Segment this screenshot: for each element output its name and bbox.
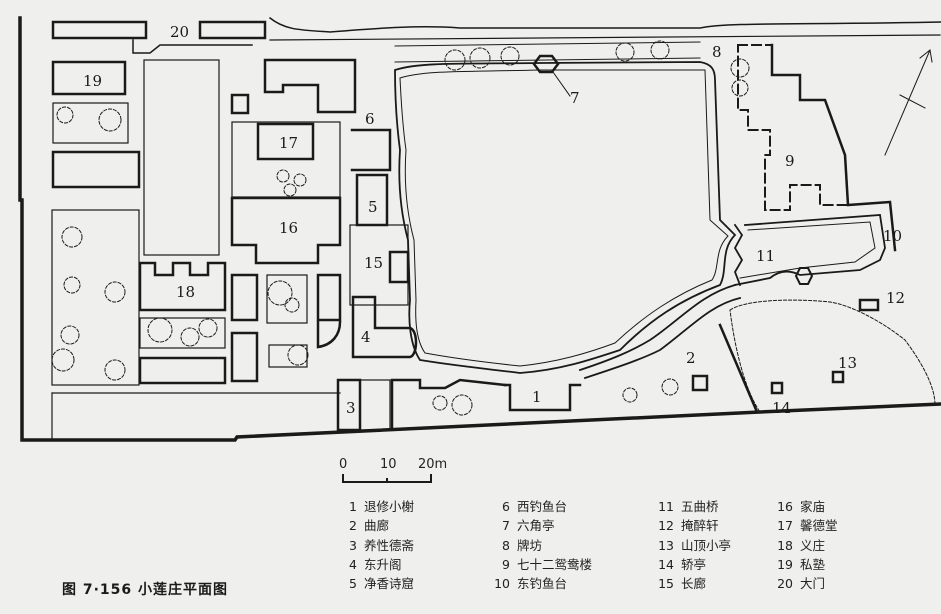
pond-outline bbox=[394, 61, 737, 374]
plan-label-20: 20 bbox=[170, 23, 189, 41]
canal-southwest bbox=[578, 283, 737, 372]
building-1 bbox=[503, 383, 582, 412]
plan-label-11: 11 bbox=[756, 247, 775, 265]
scale-bar-line bbox=[342, 474, 432, 483]
hexagon-pavilion-7 bbox=[532, 54, 560, 74]
plan-label-6: 6 bbox=[365, 110, 375, 128]
plan-label-5: 5 bbox=[368, 198, 378, 216]
plan-label-7: 7 bbox=[570, 89, 580, 107]
plan-label-15: 15 bbox=[364, 254, 383, 272]
canal-top bbox=[268, 16, 941, 33]
courtyard-west bbox=[143, 59, 220, 256]
plan-label-13: 13 bbox=[838, 354, 857, 372]
zigzag-bridge-11 bbox=[733, 223, 744, 287]
plan-label-12: 12 bbox=[886, 289, 905, 307]
plan-label-14: 14 bbox=[772, 399, 791, 417]
north-arrow bbox=[884, 49, 933, 156]
plan-label-9: 9 bbox=[785, 152, 795, 170]
building-18 bbox=[138, 261, 227, 312]
building-4 bbox=[351, 295, 418, 359]
plan-label-4: 4 bbox=[361, 328, 371, 346]
plan-label-1: 1 bbox=[532, 388, 542, 406]
plan-label-8: 8 bbox=[712, 43, 722, 61]
scale-tick-10: 10 bbox=[380, 457, 397, 472]
building-16 bbox=[230, 196, 342, 265]
building-19 bbox=[51, 60, 127, 96]
plan-label-19: 19 bbox=[83, 72, 102, 90]
scale-tick-20: 20m bbox=[418, 457, 448, 472]
gate-building-left bbox=[51, 20, 148, 40]
rockery-hill bbox=[729, 299, 936, 413]
plan-label-3: 3 bbox=[346, 399, 356, 417]
plan-label-16: 16 bbox=[279, 219, 298, 237]
outer-wall bbox=[18, 16, 941, 442]
plan-label-17: 17 bbox=[279, 134, 298, 152]
plan-label-18: 18 bbox=[176, 283, 195, 301]
garden-left bbox=[51, 209, 140, 386]
gate-building-right bbox=[198, 20, 267, 40]
plan-label-10: 10 bbox=[883, 227, 902, 245]
building-9 bbox=[737, 44, 850, 211]
plan-label-2: 2 bbox=[686, 349, 696, 367]
building-17 bbox=[256, 122, 315, 161]
site-plan: 1 2 3 4 5 6 7 8 9 10 11 12 13 14 15 16 1… bbox=[18, 16, 941, 442]
scale-tick-0: 0 bbox=[339, 457, 348, 472]
plan-labels: 1 2 3 4 5 6 7 8 9 10 11 12 13 14 15 16 1… bbox=[83, 23, 905, 417]
figure-caption: 图 7·156 小莲庄平面图 bbox=[62, 582, 229, 598]
